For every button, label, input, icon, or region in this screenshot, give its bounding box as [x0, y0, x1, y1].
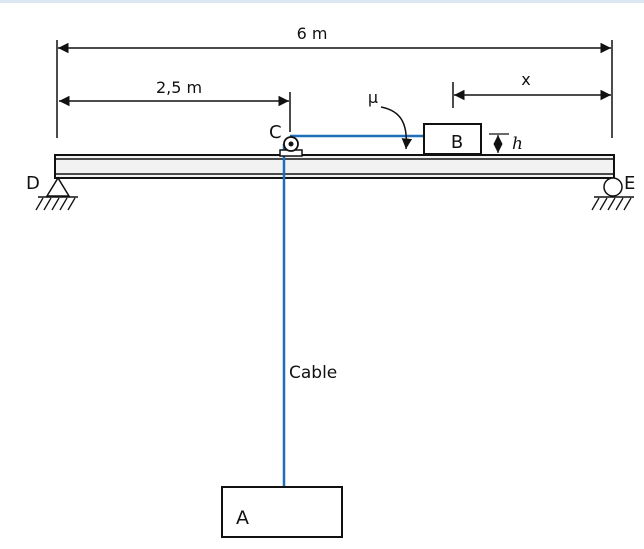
label-d: D [26, 173, 40, 194]
pin-triangle [45, 176, 71, 197]
roller-support-e: E [591, 173, 635, 211]
dimension-h: h [489, 133, 523, 154]
label-span-dc: 2,5 m [156, 78, 202, 97]
label-e: E [624, 173, 635, 194]
label-c: C [269, 122, 282, 143]
ground-hatch-d [35, 197, 76, 211]
dimension-x: x [452, 70, 611, 108]
beam [54, 154, 615, 179]
label-block-a: A [236, 507, 249, 529]
cable-system [282, 134, 424, 488]
pulley-c: C [269, 122, 303, 157]
label-block-b: B [451, 132, 463, 153]
dimension-dc: 2,5 m [59, 78, 291, 132]
block-a-body [221, 486, 343, 538]
friction-leader-arrow [380, 106, 413, 150]
beam-body [54, 154, 615, 179]
block-b-body [423, 123, 482, 155]
pin-support-d: D [26, 173, 78, 211]
label-x: x [521, 70, 530, 89]
pulley-axle [288, 141, 294, 147]
block-b: B [423, 123, 482, 155]
roller-circle [603, 177, 623, 197]
block-a: A [221, 486, 343, 538]
label-mu: μ [368, 88, 378, 107]
ground-hatch-e [591, 197, 632, 211]
label-h: h [512, 134, 523, 154]
dimension-total-span: 6 m [56, 24, 613, 138]
friction-indicator: μ [368, 88, 413, 150]
label-total-span: 6 m [297, 24, 328, 43]
window-top-border [0, 0, 644, 3]
label-cable: Cable [289, 363, 337, 383]
